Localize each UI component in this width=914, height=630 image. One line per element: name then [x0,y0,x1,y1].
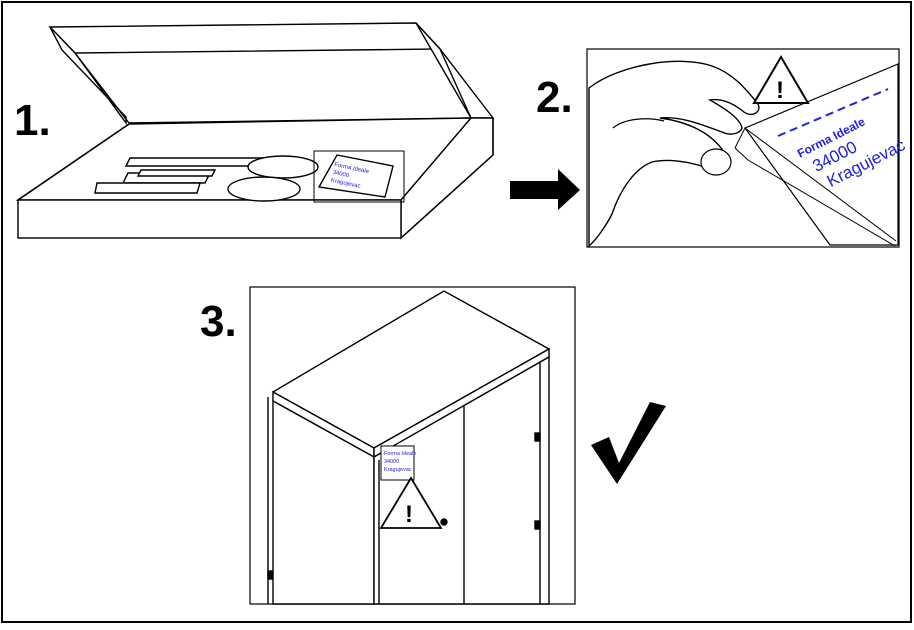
foam-bar-small [136,169,217,177]
peel-sticker-panel [586,48,900,248]
foam-bar-low [94,182,201,194]
sticker-in-box [317,154,394,198]
foam-oval-top [247,155,319,179]
box-bottom-edge [400,154,494,239]
cabinet-hinge-lower [534,520,541,530]
box-lid-edge [48,22,442,54]
cabinet-sticker [380,445,415,481]
sticker-cut-line [777,88,889,137]
sticker-sheet [744,63,899,246]
warning-symbol: ! [776,77,784,104]
box-lid-right [415,22,495,119]
cabinet-sticker-line1: Forma Ideale [384,451,416,457]
cabinet-sticker-line2: 34000 [384,459,399,465]
sticker-in-box-line2: 34000 [332,170,350,179]
checkmark-icon [591,402,666,484]
sticker-backing-edge [734,147,896,247]
hand-finger-crease [612,118,665,129]
cabinet-warning-icon: ! [379,476,443,529]
thumb-tip [700,148,732,176]
cabinet-sticker-line3: Kragujevac [384,467,412,473]
warning-triangle-icon: ! [752,55,810,104]
step-number-2: 2. [536,73,573,122]
step-number-3: 3. [200,297,237,346]
right-arrow-icon [510,169,580,210]
step-number-1: 1. [14,96,51,145]
cabinet-warning-symbol: ! [405,501,413,528]
sticker-peel-edge [734,127,897,242]
open-box-illustration [15,22,495,240]
cabinet-hinge-upper [534,432,541,442]
hand-illustration [588,60,760,248]
cabinet-side-latch [267,570,273,580]
box-back-edge [17,123,130,201]
cabinet-panel [249,286,576,605]
lid-inner-left [74,52,130,124]
foam-oval-bottom [227,176,301,202]
sticker-highlight-box [313,150,405,203]
cabinet-front [373,355,550,605]
cabinet-sticker-text: Forma Ideale 34000 Kragujevac [384,451,416,473]
cabinet-lock [440,518,448,526]
box-front-wall [17,199,402,239]
lid-inner-right [439,48,472,119]
